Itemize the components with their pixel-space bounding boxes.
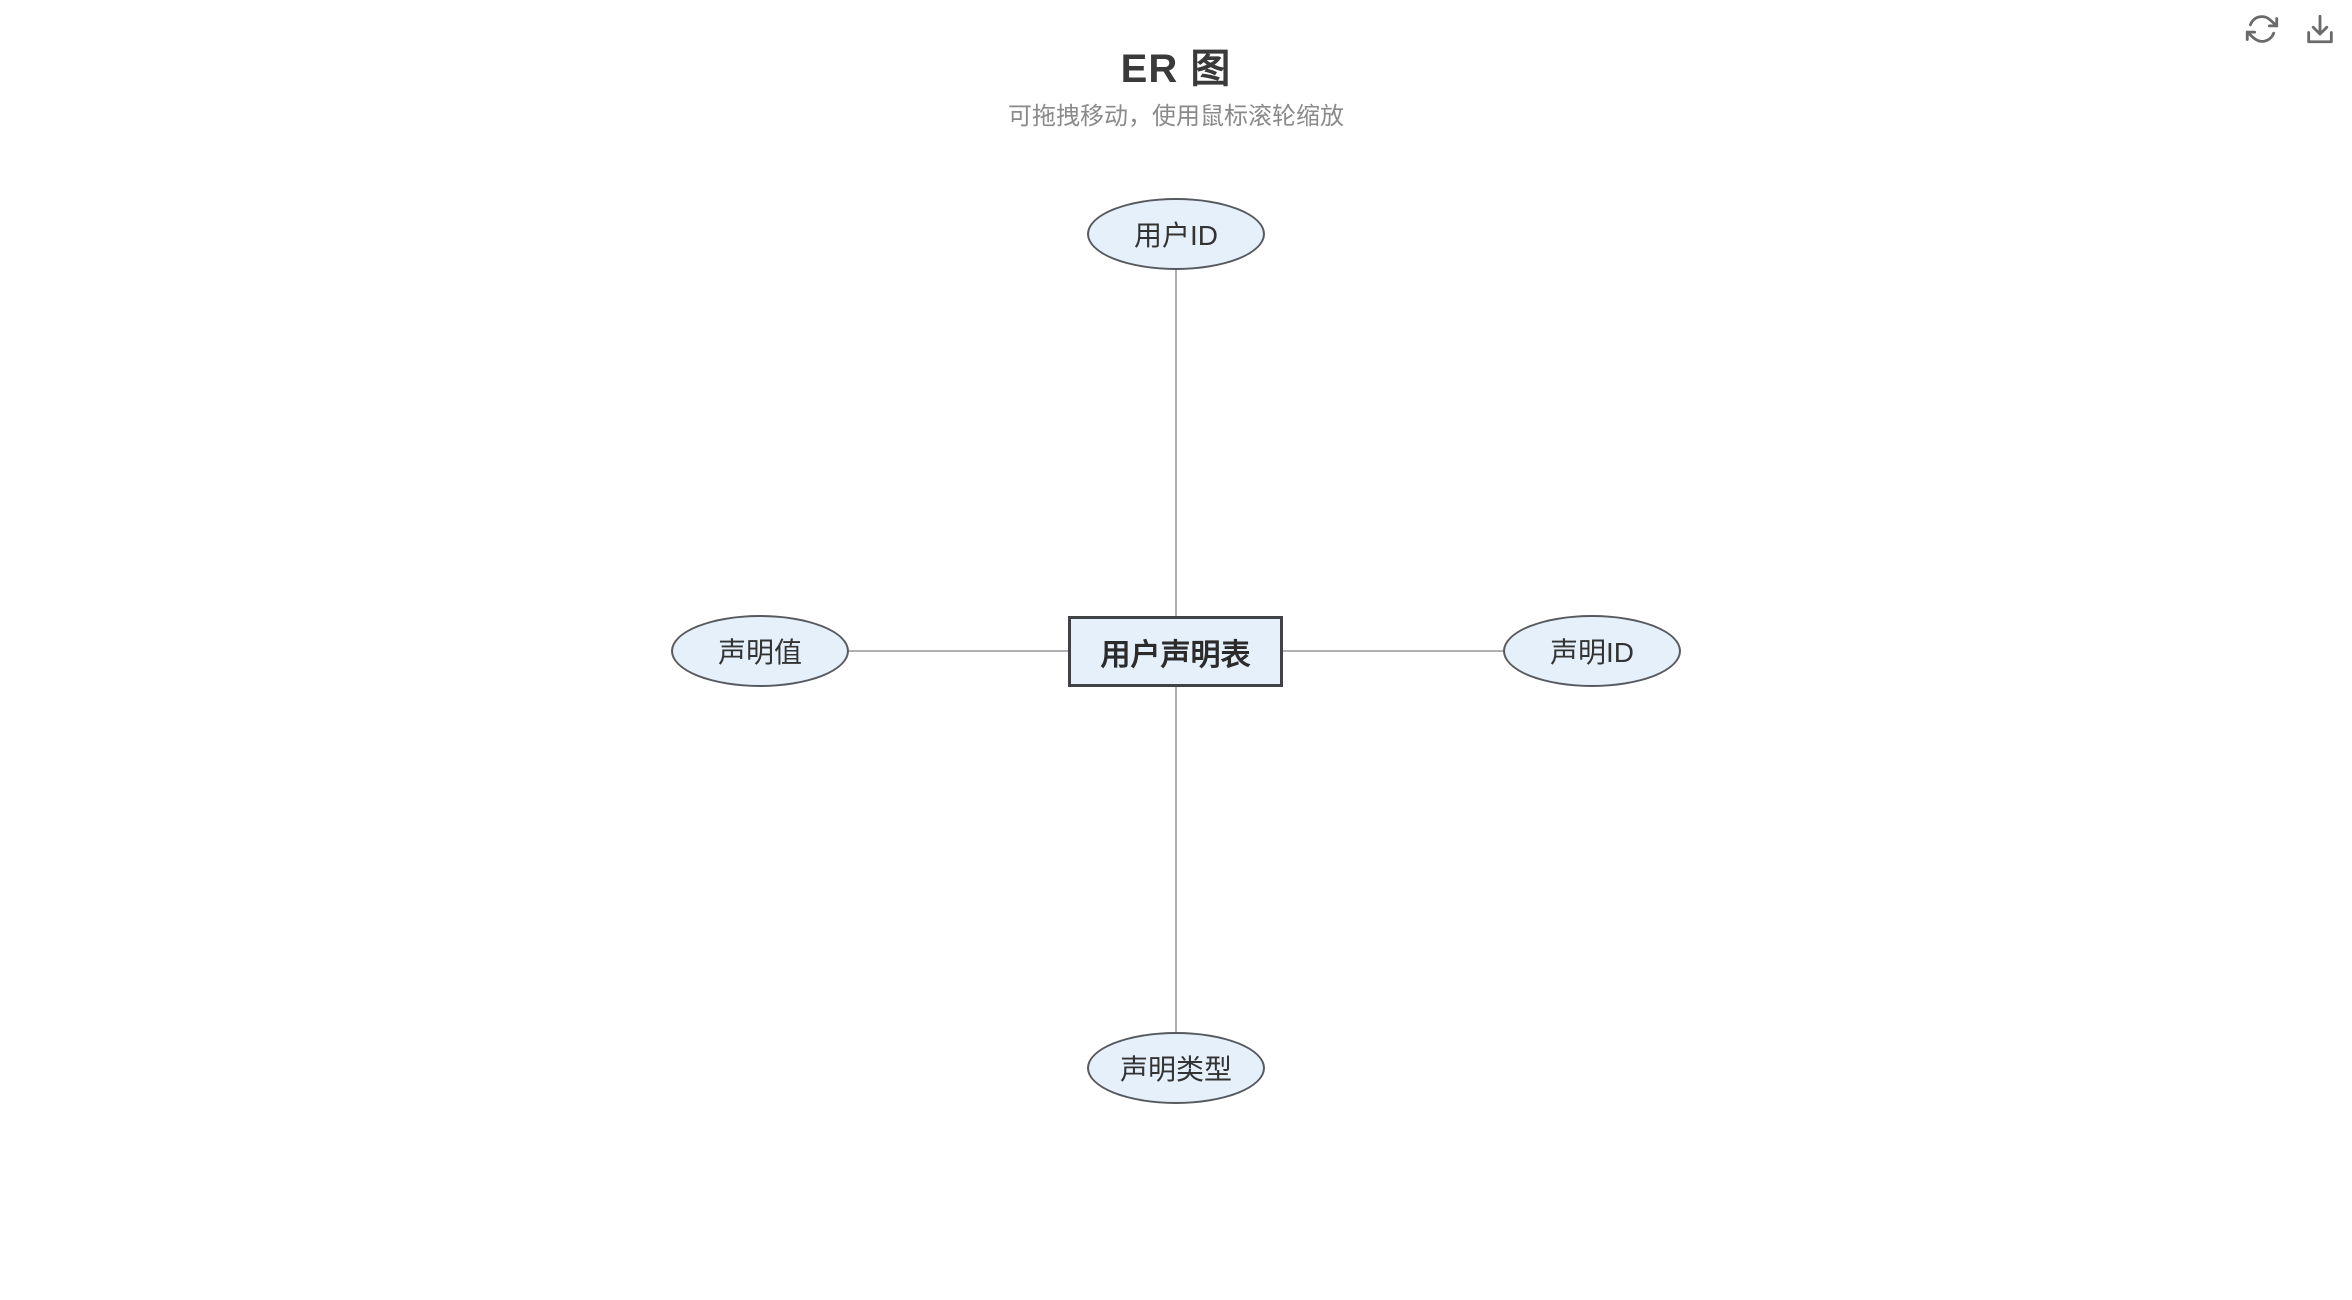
attribute-node-claim-id[interactable]: 声明ID <box>1503 615 1681 687</box>
toolbar <box>2240 8 2342 52</box>
attribute-label: 声明ID <box>1549 637 1634 668</box>
attribute-node-claim-value[interactable]: 声明值 <box>671 615 849 687</box>
page-title: ER 图 <box>1120 47 1232 91</box>
refresh-button[interactable] <box>2240 8 2284 52</box>
attribute-node-claim-type[interactable]: 声明类型 <box>1087 1032 1265 1104</box>
entity-label: 用户声明表 <box>1100 638 1251 672</box>
entity-node-user-claims-table[interactable]: 用户声明表 <box>1068 616 1283 687</box>
download-icon <box>2303 12 2337 49</box>
download-button[interactable] <box>2298 8 2342 52</box>
attribute-label: 声明值 <box>717 637 802 668</box>
refresh-icon <box>2245 12 2279 49</box>
attribute-label: 声明类型 <box>1119 1054 1232 1085</box>
page-subtitle: 可拖拽移动，使用鼠标滚轮缩放 <box>1008 103 1344 130</box>
attribute-node-user-id[interactable]: 用户ID <box>1087 198 1265 270</box>
attribute-label: 用户ID <box>1133 220 1218 251</box>
